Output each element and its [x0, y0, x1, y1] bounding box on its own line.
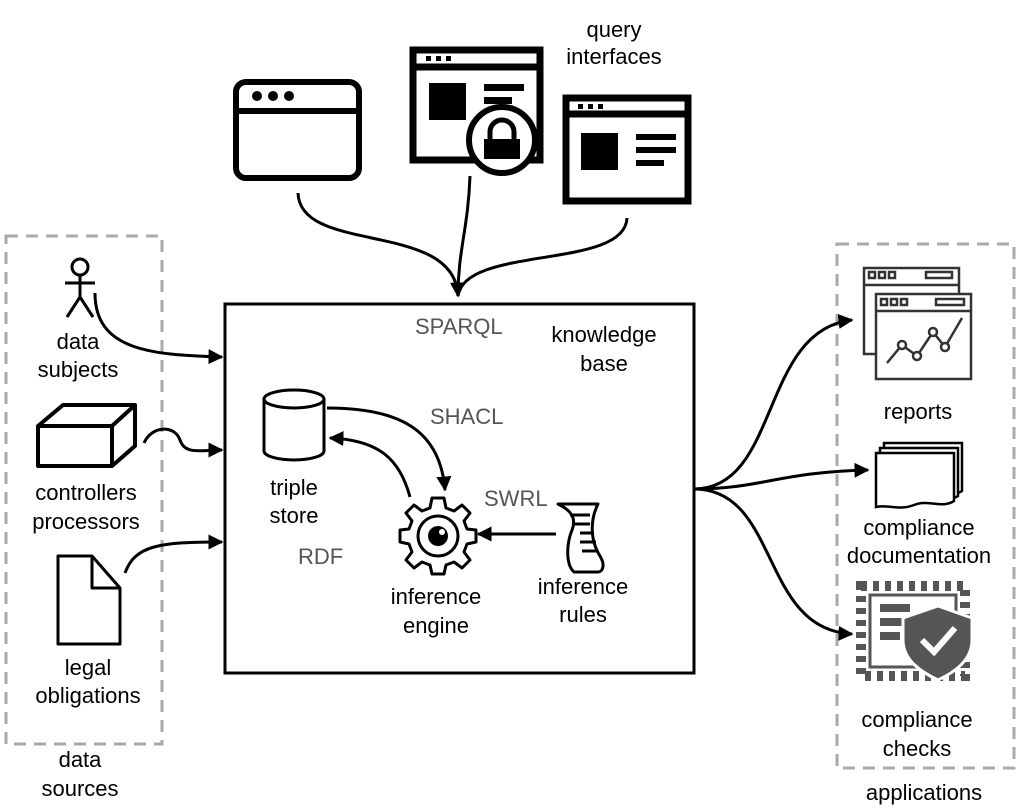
- inference-rules-label-2: rules: [559, 602, 607, 627]
- compliance-checks-label-1: compliance: [861, 707, 972, 732]
- scroll-icon: [556, 502, 605, 574]
- applications-group: [835, 242, 1016, 770]
- query-arrow-middle: [456, 175, 472, 297]
- compliance-checks-label-2: checks: [883, 736, 951, 761]
- legal-arrow: [123, 534, 224, 574]
- subjects-arrow: [93, 292, 224, 365]
- rdf-label: RDF: [298, 544, 343, 569]
- data-sources-label-1: data: [59, 747, 103, 772]
- triple-store-label-2: store: [270, 503, 319, 528]
- secure-web-page-icon: [409, 46, 544, 176]
- browser-window-icon: [233, 79, 362, 181]
- report-chart-icon: [862, 266, 973, 381]
- checks-arrow: [693, 487, 854, 641]
- certificate-shield-icon: [856, 581, 974, 682]
- reports-arrow: [693, 314, 854, 491]
- controllers-arrow: [142, 427, 224, 458]
- box-icon: [36, 403, 137, 468]
- sparql-label: SPARQL: [415, 314, 503, 339]
- inference-rules-label-1: inference: [538, 574, 629, 599]
- compliance-documentation-label-2: documentation: [847, 543, 991, 568]
- engine-to-store-arrow: [328, 431, 412, 498]
- compliance-documentation-label-1: compliance: [863, 515, 974, 540]
- person-icon: [65, 257, 95, 318]
- query-interfaces-label-2: interfaces: [566, 44, 661, 69]
- applications-label: applications: [866, 780, 982, 805]
- query-interfaces-label-1: query: [586, 17, 641, 42]
- swrl-label: SWRL: [484, 486, 548, 511]
- shacl-label: SHACL: [430, 404, 503, 429]
- data-sources-group: [4, 234, 164, 746]
- database-icon: [262, 388, 326, 462]
- legal-label: legal: [65, 655, 111, 680]
- store-to-engine-arrow: [326, 406, 452, 492]
- knowledge-base-title-2: base: [580, 351, 628, 376]
- triple-store-label-1: triple: [270, 475, 318, 500]
- knowledge-base-title-1: knowledge: [551, 322, 656, 347]
- gear-icon: [398, 496, 478, 576]
- web-page-icon: [562, 94, 692, 205]
- obligations-label: obligations: [35, 683, 140, 708]
- reports-label: reports: [884, 399, 952, 424]
- documents-stack-icon: [874, 441, 964, 509]
- data-subjects-label-2: subjects: [38, 357, 119, 382]
- documentation-arrow: [693, 462, 870, 491]
- controllers-label: controllers: [35, 480, 136, 505]
- document-icon: [56, 554, 122, 646]
- inference-engine-label-2: engine: [403, 613, 469, 638]
- query-arrow-right: [456, 217, 629, 297]
- inference-engine-label-1: inference: [391, 584, 482, 609]
- processors-label: processors: [32, 509, 140, 534]
- query-arrow-left: [296, 192, 465, 298]
- data-sources-label-2: sources: [41, 776, 118, 801]
- data-subjects-label-1: data: [57, 329, 101, 354]
